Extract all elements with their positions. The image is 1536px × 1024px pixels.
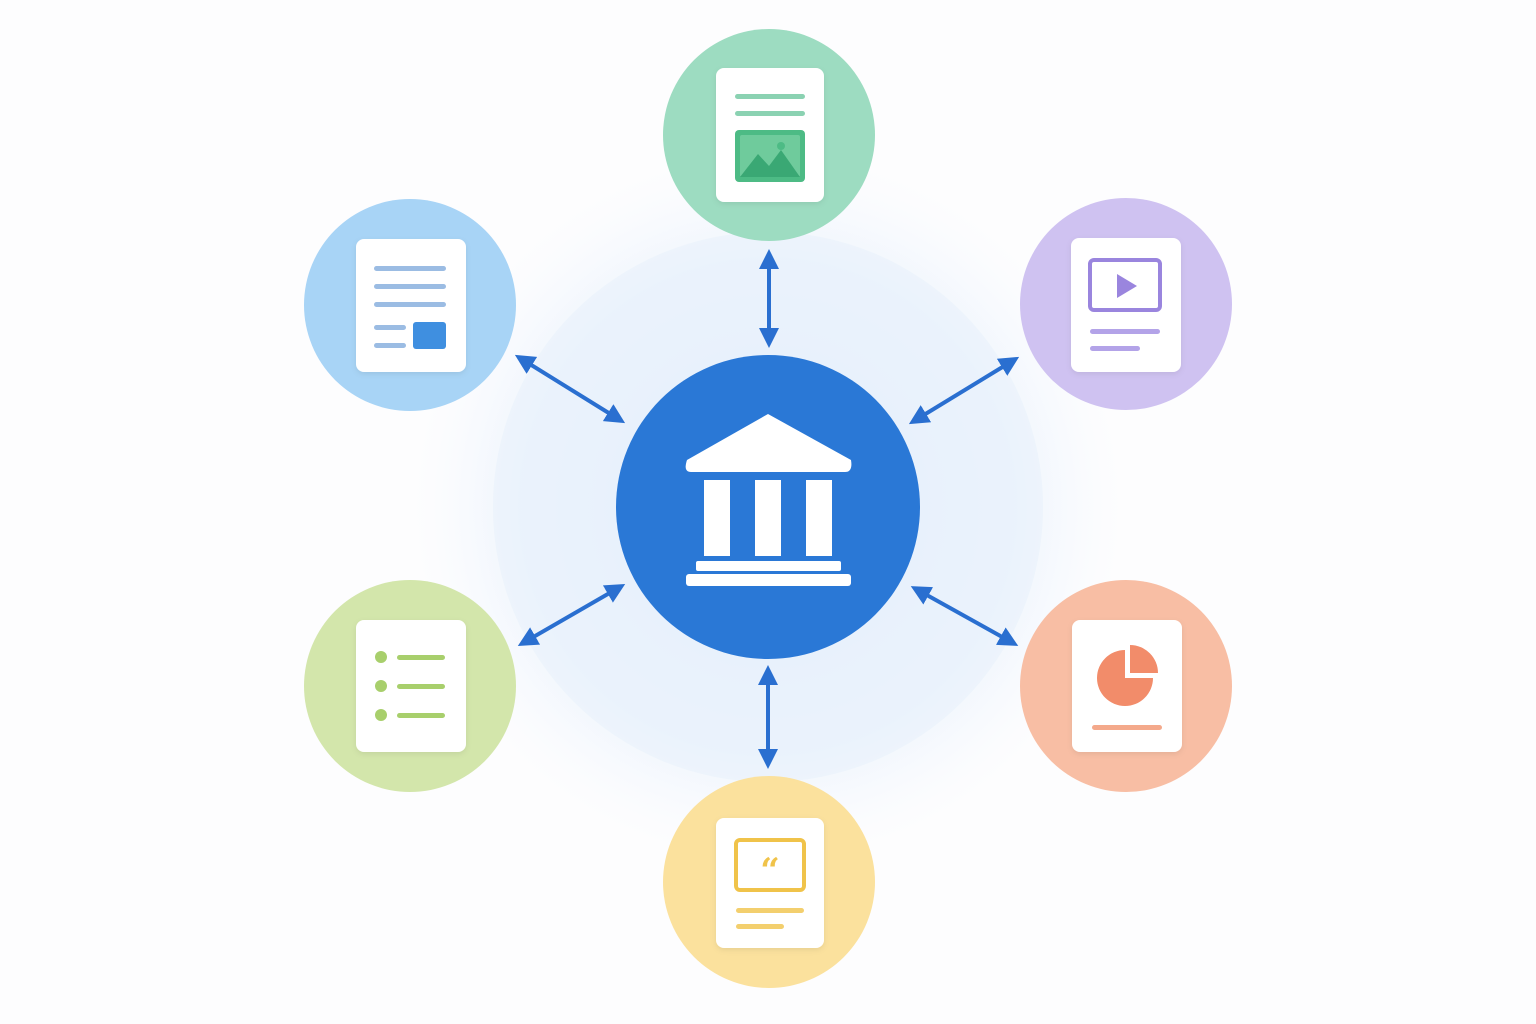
institution-building-icon (685, 414, 852, 586)
document-with-pie-chart-icon (1072, 620, 1182, 752)
svg-text:“: “ (760, 851, 780, 891)
arrow-lower-right (910, 586, 1019, 646)
satellite-top (663, 29, 875, 241)
document-with-image-icon (716, 68, 824, 202)
satellite-upper-left (304, 199, 516, 411)
arrow-lower-left (517, 584, 626, 646)
satellite-lower-right (1020, 580, 1232, 792)
document-with-text-icon (356, 239, 466, 372)
central-hub (616, 355, 920, 659)
document-with-quote-icon: “ (716, 818, 824, 948)
satellite-upper-right (1020, 198, 1232, 410)
arrow-upper-right (908, 356, 1020, 425)
document-with-video-icon (1071, 238, 1181, 372)
arrow-upper-left (514, 354, 626, 424)
connection-arrows (514, 249, 1020, 769)
satellite-bottom: “ (663, 776, 875, 988)
document-with-list-icon (356, 620, 466, 752)
satellite-lower-left (304, 580, 516, 792)
